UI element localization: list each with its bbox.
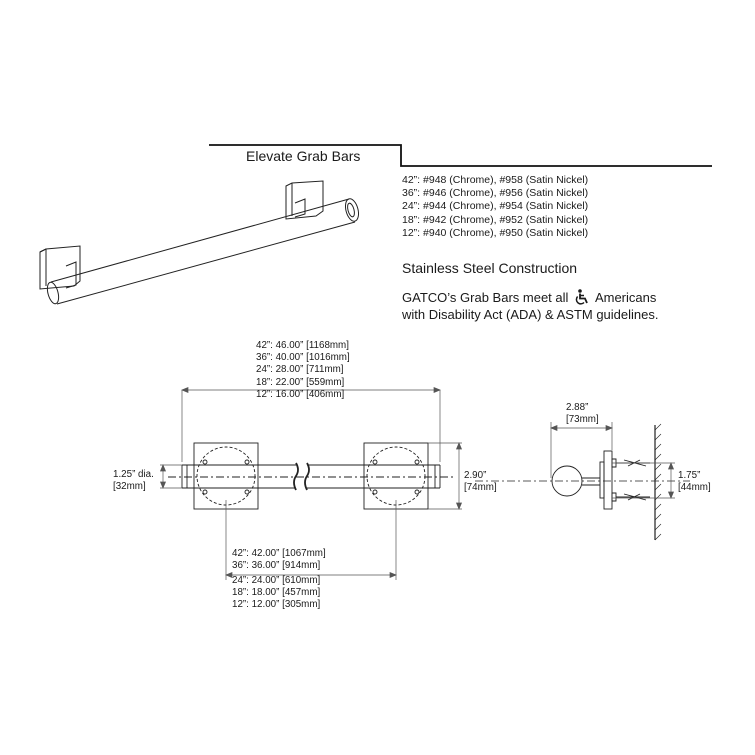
center-length-dimension xyxy=(225,500,397,580)
ada-text-after: Americans xyxy=(594,290,657,305)
center-length-labels-upper: 42”: 42.00” [1067mm] 36”: 36.00” [914mm] xyxy=(232,548,326,572)
center-length-label: 42”: 42.00” [1067mm] xyxy=(232,548,326,559)
flange-width-mm: [44mm] xyxy=(678,482,711,494)
center-length-label: 12”: 12.00” [305mm] xyxy=(232,599,321,611)
overall-length-label: 12”: 16.00” [406mm] xyxy=(256,388,345,400)
diameter-inch: 1.25” dia. xyxy=(113,469,154,480)
flange-width-label: 1.75” [44mm] xyxy=(678,470,711,494)
diameter-dimension xyxy=(159,464,182,489)
center-length-label: 18”: 18.00” [457mm] xyxy=(232,587,321,599)
overall-length-label: 18”: 22.00” [559mm] xyxy=(256,376,345,388)
diameter-label: 1.25” dia. [32mm] xyxy=(113,469,154,493)
model-line: 18”: #942 (Chrome), #952 (Satin Nickel) xyxy=(402,213,589,226)
front-elevation-drawing xyxy=(168,442,455,510)
model-line: 42”: #948 (Chrome), #958 (Satin Nickel) xyxy=(402,174,589,186)
ada-compliance-note: GATCO’s Grab Bars meet all Americans wit… xyxy=(402,289,722,323)
construction-heading: Stainless Steel Construction xyxy=(402,260,578,276)
projection-mm: [73mm] xyxy=(566,414,599,426)
model-list: 42”: #948 (Chrome), #958 (Satin Nickel) … xyxy=(402,174,588,240)
flange-height-mm: [74mm] xyxy=(464,482,497,494)
model-line: 24”: #944 (Chrome), #954 (Satin Nickel) xyxy=(402,200,589,213)
model-line: 36”: #946 (Chrome), #956 (Satin Nickel) xyxy=(402,187,589,200)
overall-length-label: 42”: 46.00” [1168mm] xyxy=(256,340,349,351)
flange-height-inch: 2.90” xyxy=(464,470,487,481)
projection-dimension xyxy=(550,422,613,478)
flange-width-inch: 1.75” xyxy=(678,470,701,481)
overall-length-labels: 42”: 46.00” [1168mm] 36”: 40.00” [1016mm… xyxy=(256,340,350,401)
projection-inch: 2.88” xyxy=(566,402,589,413)
center-length-label: 36”: 36.00” [914mm] xyxy=(232,560,321,572)
flange-height-label: 2.90” [74mm] xyxy=(464,470,497,494)
wheelchair-accessibility-icon xyxy=(573,289,591,305)
side-view-drawing xyxy=(475,423,690,541)
flange-width-dimension xyxy=(612,462,675,499)
diameter-mm: [32mm] xyxy=(113,481,146,493)
overall-length-label: 36”: 40.00” [1016mm] xyxy=(256,352,350,364)
flange-height-dimension xyxy=(428,442,463,510)
model-line: 12”: #940 (Chrome), #950 (Satin Nickel) xyxy=(402,226,589,239)
overall-length-dimension xyxy=(181,386,441,462)
overall-length-label: 24”: 28.00” [711mm] xyxy=(256,364,344,376)
ada-text-before: GATCO’s Grab Bars meet all xyxy=(402,290,569,305)
projection-label: 2.88” [73mm] xyxy=(566,402,599,426)
header-rule xyxy=(209,144,712,167)
grab-bar-perspective-illustration xyxy=(39,180,360,305)
center-length-label: 24”: 24.00” [610mm] xyxy=(232,575,321,586)
ada-text-line2: with Disability Act (ADA) & ASTM guideli… xyxy=(402,307,659,322)
product-title: Elevate Grab Bars xyxy=(246,148,361,164)
center-length-labels-lower: 24”: 24.00” [610mm] 18”: 18.00” [457mm] … xyxy=(232,575,320,612)
